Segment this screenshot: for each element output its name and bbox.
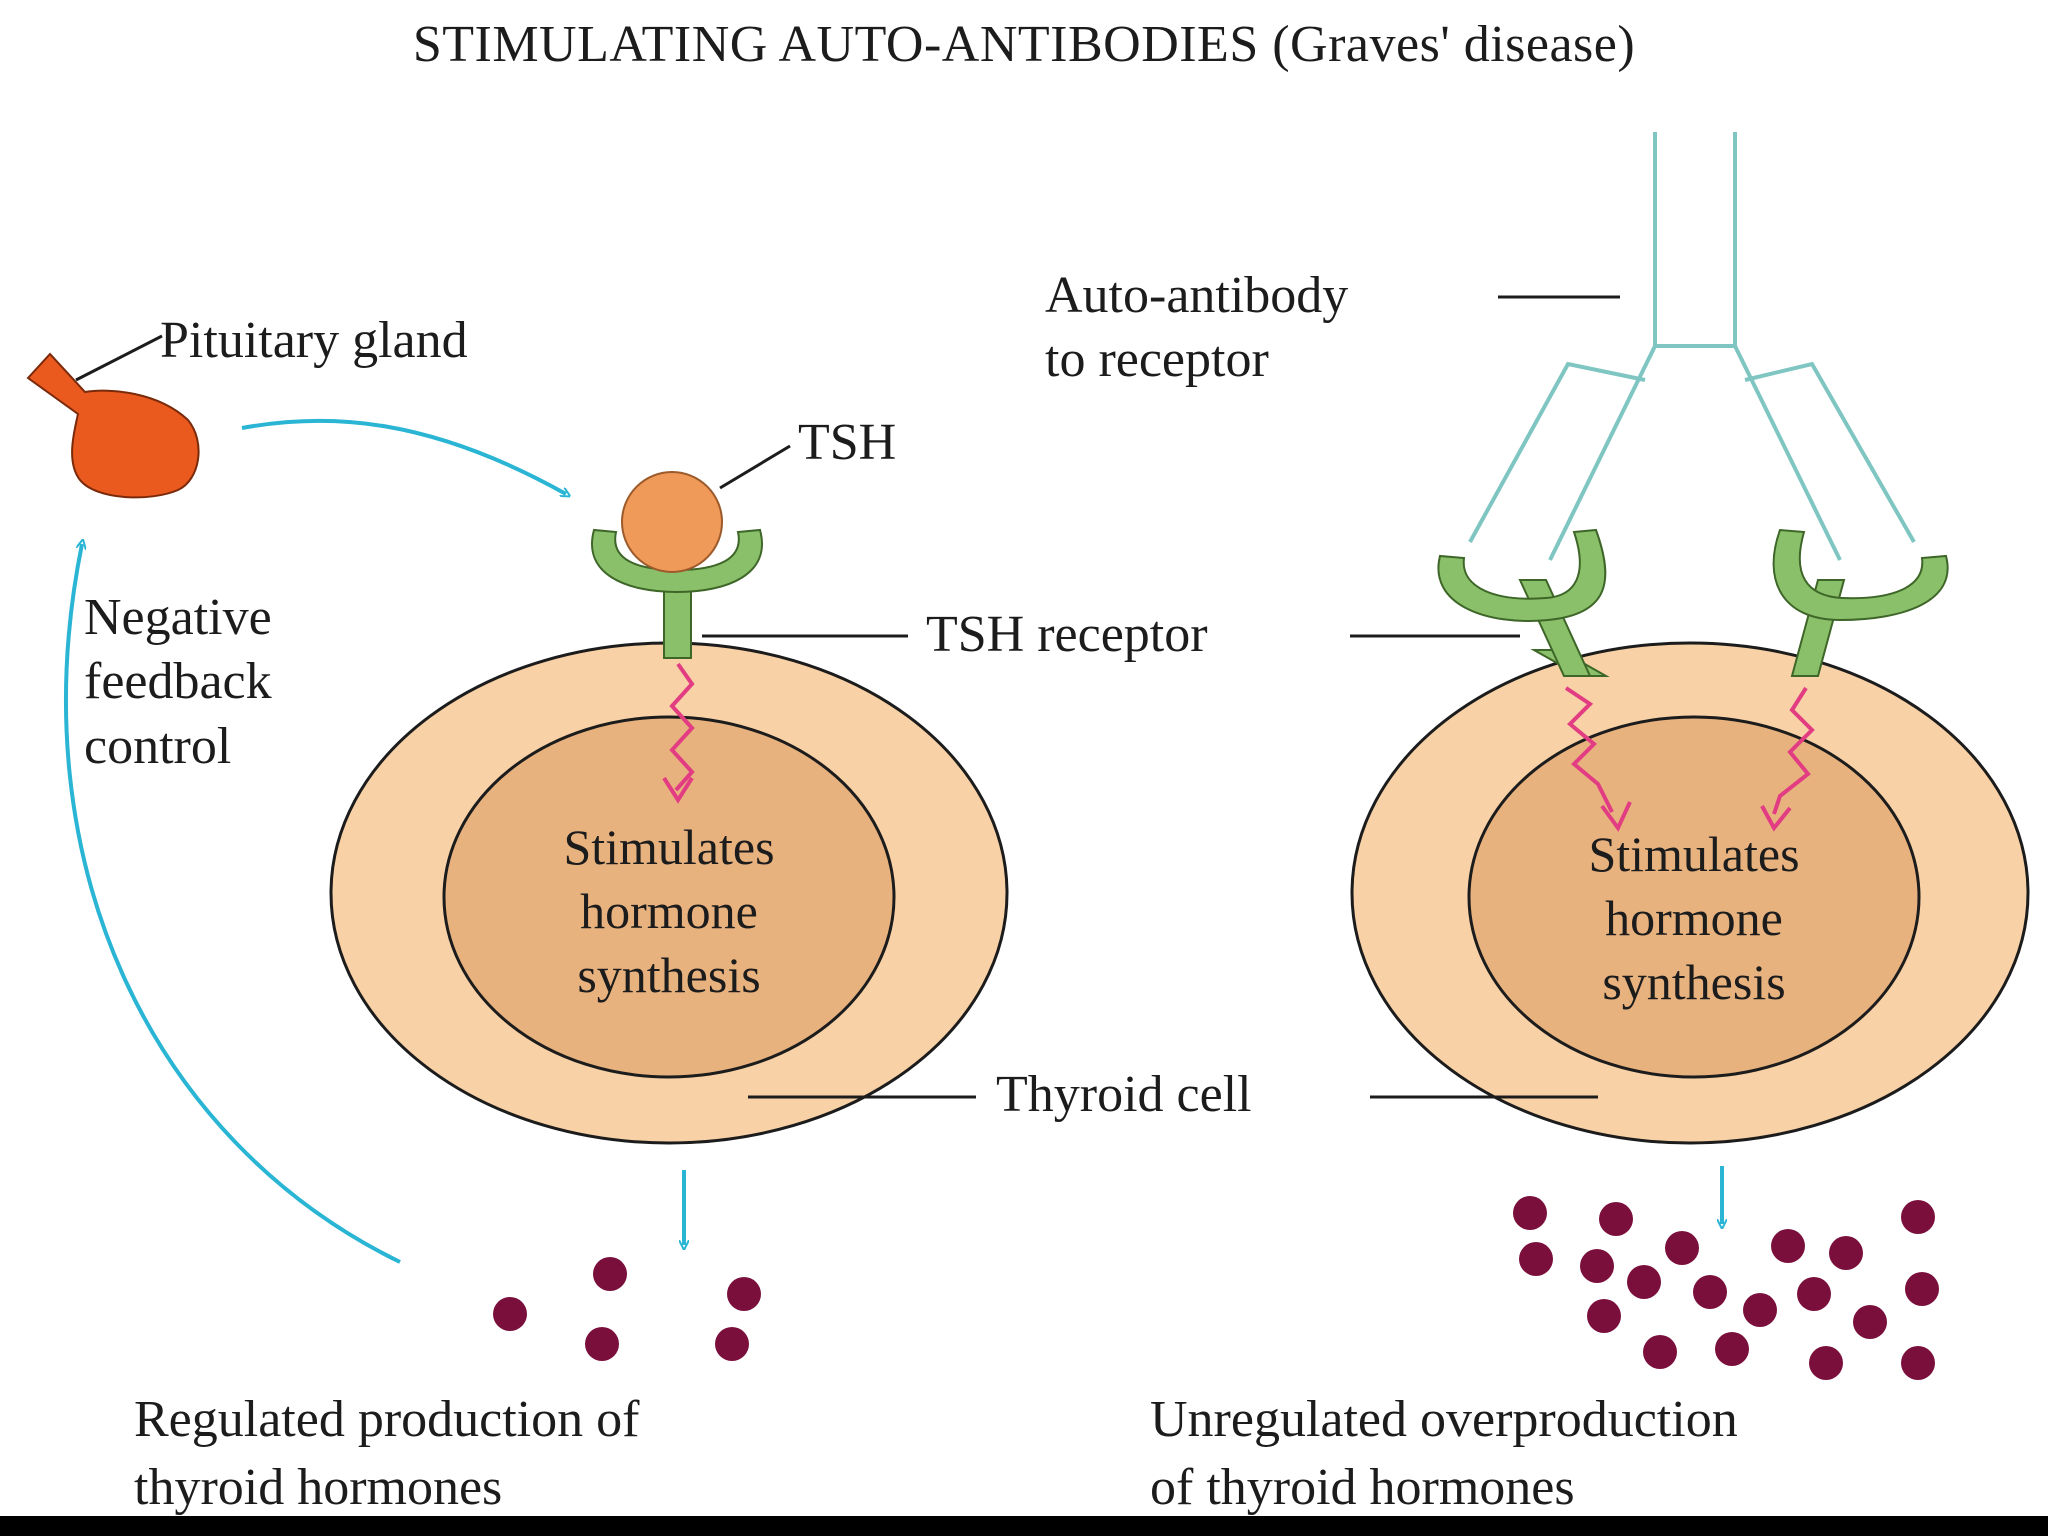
pituitary-to-tsh-arrow xyxy=(241,418,566,494)
tsh-label: TSH xyxy=(798,414,897,471)
negative-feedback-label: Negative feedback control xyxy=(84,586,272,779)
unregulated-line-1: Unregulated overproduction xyxy=(1150,1391,1738,1448)
right-signal-arrowhead-2 xyxy=(1760,805,1792,832)
left-nucleus-line-1: Stimulates xyxy=(563,819,775,875)
autoantibody-label: Auto-antibody to receptor xyxy=(1045,264,1348,393)
pituitary-leader-line xyxy=(75,334,163,382)
pituitary-gland-icon xyxy=(26,352,200,499)
negative-feedback-line-3: control xyxy=(84,717,232,775)
right-nucleus-line-1: Stimulates xyxy=(1588,826,1800,882)
left-nucleus-line-3: synthesis xyxy=(577,947,761,1003)
right-nucleus-line-2: hormone xyxy=(1605,890,1783,946)
negative-feedback-line-2: feedback xyxy=(84,653,272,711)
auto-antibody-icon xyxy=(1468,132,1916,561)
tsh-receptor-label: TSH receptor xyxy=(926,606,1208,663)
tsh-leader-line xyxy=(719,444,791,490)
right-tsh-receptor-left-icon xyxy=(1437,528,1610,677)
right-signal-arrowhead-1 xyxy=(1600,801,1632,832)
right-signal-zigzag-2 xyxy=(1772,686,1815,815)
autoantibody-line-2: to receptor xyxy=(1045,331,1269,389)
left-nucleus xyxy=(442,715,896,1079)
left-nucleus-line-2: hormone xyxy=(580,883,758,939)
unregulated-hormone-dots xyxy=(1513,1196,1939,1380)
right-signal-zigzag-1 xyxy=(1564,686,1614,813)
right-nucleus-line-3: synthesis xyxy=(1602,954,1786,1010)
unregulated-label: Unregulated overproduction of thyroid ho… xyxy=(1150,1386,1738,1521)
autoantibody-line-1: Auto-antibody xyxy=(1045,267,1349,324)
left-signal-arrowhead xyxy=(662,776,694,804)
right-nucleus-label: Stimulates hormone synthesis xyxy=(1494,822,1894,1014)
right-thyroid-cell xyxy=(1350,641,2030,1145)
thyroid-cell-label: Thyroid cell xyxy=(996,1066,1252,1123)
page-title: STIMULATING AUTO-ANTIBODIES (Graves' dis… xyxy=(412,16,1636,73)
watermark-text: A B C D xyxy=(604,1474,690,1501)
negative-feedback-arrow xyxy=(64,544,401,1264)
right-nucleus xyxy=(1467,715,1921,1079)
pituitary-label: Pituitary gland xyxy=(160,312,468,369)
right-tsh-receptor-right-icon xyxy=(1772,528,1949,677)
left-tsh-receptor-icon xyxy=(591,528,763,659)
left-nucleus-label: Stimulates hormone synthesis xyxy=(474,815,864,1007)
regulated-label: Regulated production of thyroid hormones xyxy=(134,1386,639,1521)
regulated-hormone-dots xyxy=(493,1257,761,1361)
unregulated-line-2: of thyroid hormones xyxy=(1150,1458,1575,1516)
left-thyroid-cell xyxy=(329,641,1009,1145)
left-signal-zigzag xyxy=(669,662,695,792)
bottom-letterbox-bar xyxy=(0,1516,2048,1536)
tsh-molecule-icon xyxy=(621,471,723,573)
regulated-line-2: thyroid hormones xyxy=(134,1458,503,1516)
regulated-line-1: Regulated production of xyxy=(134,1391,640,1448)
negative-feedback-line-1: Negative xyxy=(84,589,272,646)
